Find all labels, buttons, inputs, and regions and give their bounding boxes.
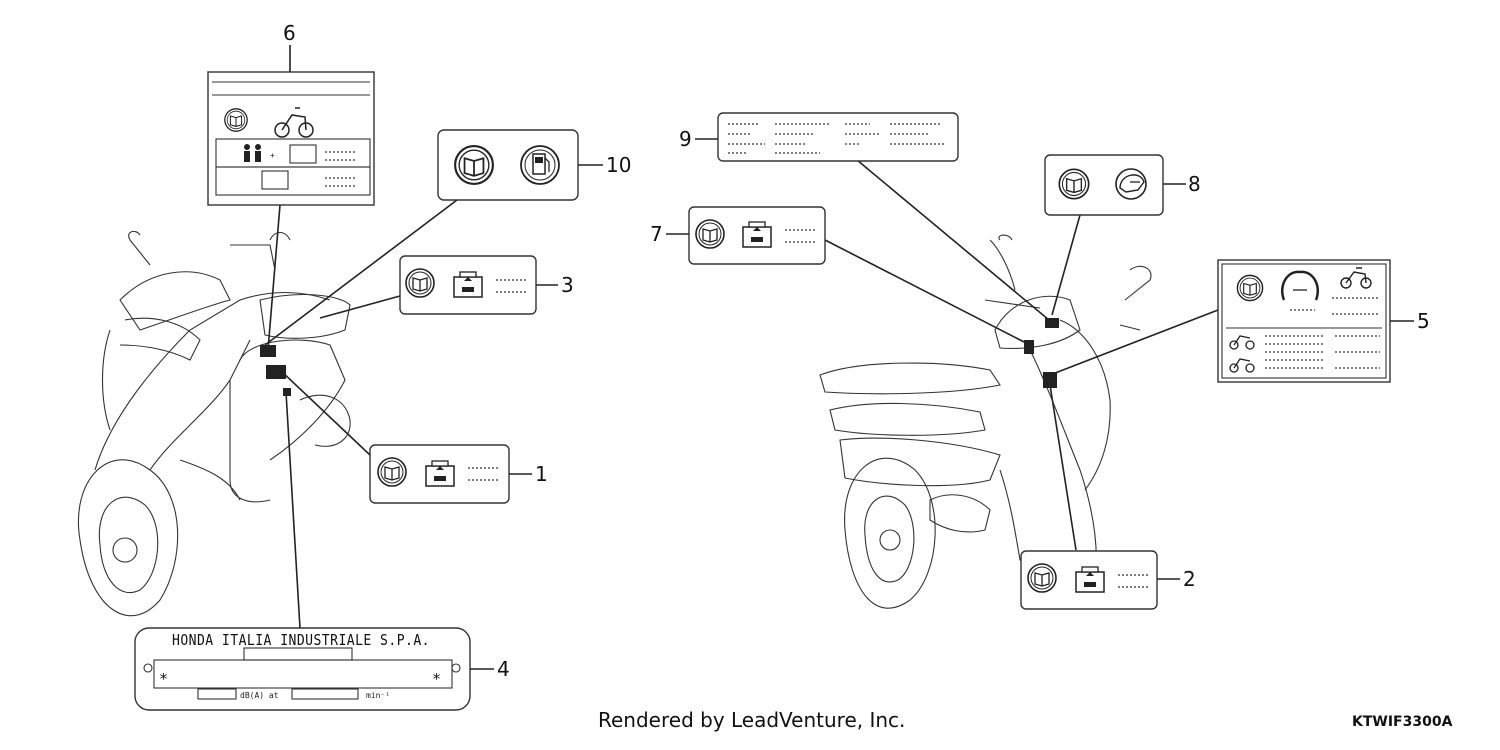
callout-2: 2: [1183, 567, 1196, 591]
label-9: [717, 112, 959, 162]
scooter-icon: [274, 107, 314, 138]
label-5: [1217, 259, 1391, 383]
label-8: [1044, 154, 1164, 216]
callout-9: 9: [679, 127, 692, 151]
label-6: +: [207, 71, 375, 206]
book-icon: [1027, 563, 1057, 593]
label-2: [1020, 550, 1158, 610]
callout-10: 10: [606, 153, 631, 177]
book-icon: [1058, 168, 1090, 200]
callout-5: 5: [1417, 309, 1430, 333]
plate-unit-right: min⁻¹: [366, 691, 390, 700]
label-1: [369, 444, 510, 504]
callout-4: 4: [497, 657, 510, 681]
scooter-left: [78, 230, 351, 617]
callout-1: 1: [535, 462, 548, 486]
plate-maker-text: HONDA ITALIA INDUSTRIALE S.P.A.: [172, 631, 430, 649]
callout-3: 3: [561, 273, 574, 297]
callout-8: 8: [1188, 172, 1201, 196]
book-icon: [695, 219, 725, 249]
rider-pair-icon: [244, 144, 261, 162]
helmet-icon: [1115, 168, 1147, 200]
leader-lines: [264, 159, 1219, 629]
svg-text:+: +: [270, 151, 275, 160]
credit-text: Rendered by LeadVenture, Inc.: [598, 708, 906, 732]
scooter-icon: [1340, 267, 1372, 289]
book-icon: [1236, 274, 1264, 302]
callout-6: 6: [283, 21, 296, 45]
callout-7: 7: [650, 222, 663, 246]
diagram-code: KTWIF3300A: [1352, 714, 1453, 730]
fuel-pump-icon: [520, 145, 560, 185]
label-10: [437, 129, 579, 201]
book-icon: [405, 268, 435, 298]
book-icon: [377, 457, 407, 487]
label-4-plate: HONDA ITALIA INDUSTRIALE S.P.A. * * dB(A…: [134, 627, 471, 711]
plate-star-right: *: [432, 670, 442, 688]
scooter-icon: [1229, 335, 1255, 373]
label-3: [399, 255, 537, 315]
book-icon: [224, 108, 248, 132]
label-7: [688, 206, 826, 265]
plate-unit-left: dB(A) at: [240, 691, 279, 700]
plate-star-left: *: [159, 670, 169, 688]
tire-pressure-icon: [1281, 270, 1319, 301]
book-icon: [454, 145, 494, 185]
